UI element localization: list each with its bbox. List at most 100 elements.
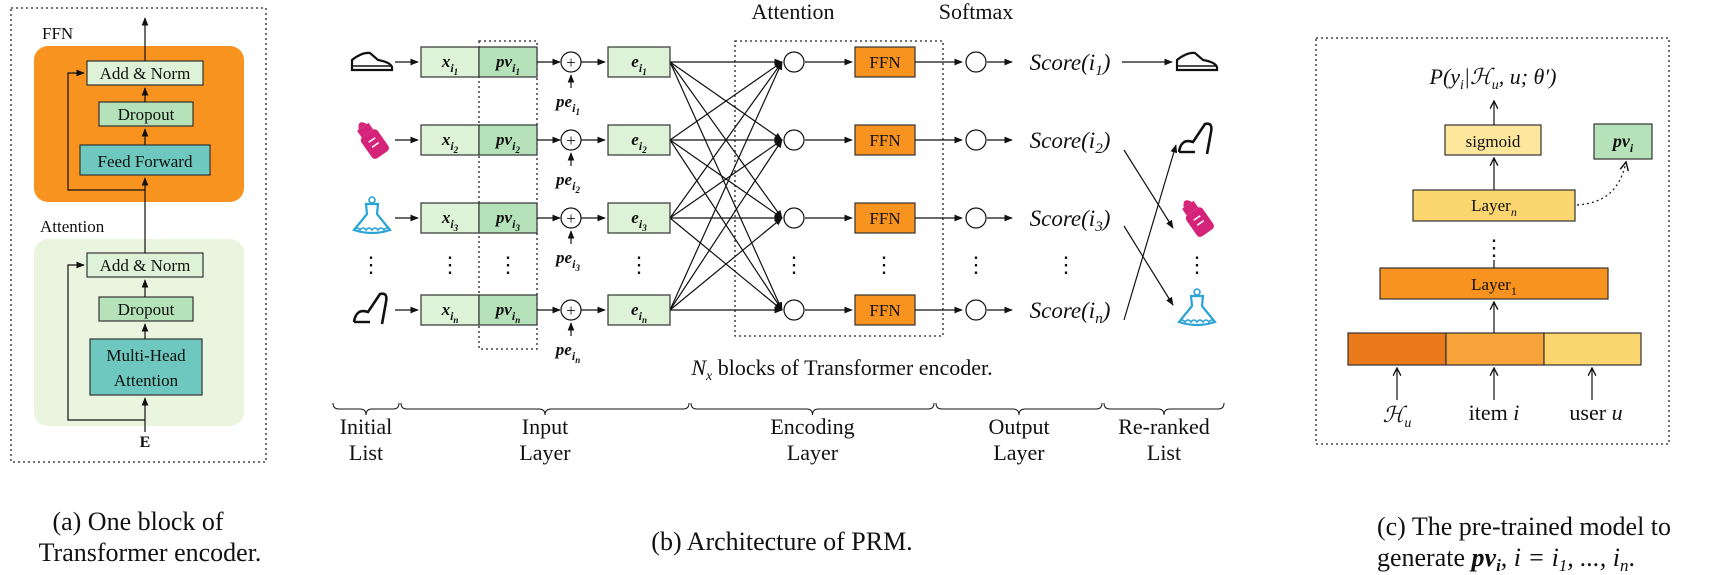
dropout-bottom-box	[98, 296, 194, 322]
plus-sign: +	[566, 209, 576, 228]
pe-label: pei1	[554, 92, 580, 117]
attention-edge	[669, 61, 783, 141]
layer-vdots: ⋮	[1483, 235, 1505, 260]
sigmoid-text: sigmoid	[1466, 132, 1521, 151]
panel-a-frame	[10, 7, 267, 463]
plus-sign: +	[566, 131, 576, 150]
attention-edge	[669, 61, 783, 311]
input-segment-user	[1543, 332, 1642, 366]
section-label-line1: Encoding	[770, 414, 854, 439]
add-norm-bottom-text: Add & Norm	[100, 256, 191, 275]
attention-node	[783, 207, 805, 229]
ffn-label: FFN	[869, 53, 900, 72]
pv-label: pvi1	[494, 52, 520, 77]
pe-label: pei2	[554, 170, 580, 195]
vdots-attn-col: ⋮	[783, 252, 805, 277]
bottle-icon	[1182, 200, 1214, 237]
section-label-line1: Initial	[340, 414, 393, 439]
section-label-line2: Layer	[519, 440, 571, 465]
rerank-arrow-3	[1123, 225, 1174, 306]
residual-ffn	[67, 69, 145, 191]
brace-shape	[400, 402, 690, 416]
caption-a-line2: Transformer encoder.	[39, 538, 262, 567]
caption-c-line1: (c) The pre-trained model to	[1377, 512, 1671, 541]
x-label: xin	[441, 300, 459, 325]
layer-n-box	[1412, 189, 1576, 222]
input-history-label: ℋu	[1383, 402, 1412, 431]
dress-icon	[352, 196, 392, 235]
residual-attention	[67, 261, 145, 421]
layer-1-text: Layer1	[1471, 275, 1517, 298]
attention-node	[783, 299, 805, 321]
e-box	[607, 294, 671, 326]
mha-text-line2: Attention	[114, 371, 179, 390]
section-label-line1: Input	[522, 414, 568, 439]
x-label: xi1	[441, 52, 458, 77]
e-box	[607, 46, 671, 78]
dress-icon	[1177, 288, 1217, 327]
layer-n-text: Layern	[1471, 196, 1517, 219]
rerank-arrow-2	[1123, 149, 1174, 229]
caption-b: (b) Architecture of PRM.	[651, 527, 912, 556]
section-label-line2: List	[349, 440, 383, 465]
softmax-node	[965, 51, 987, 73]
attention-node	[783, 129, 805, 151]
panel-c: P(yi|ℋu, u; θ′) sigmoid pvi Layern ⋮ Lay…	[1315, 37, 1671, 575]
attention-edge	[669, 139, 783, 311]
feed-forward-text: Feed Forward	[98, 152, 193, 171]
input-segment-item	[1445, 332, 1545, 366]
caption-c-line2: generate pvi, i = i1, ..., in.	[1377, 543, 1635, 575]
vdots-ffn-col: ⋮	[873, 252, 895, 277]
ffn-label: FFN	[869, 131, 900, 150]
vdots-icon-col: ⋮	[360, 252, 382, 277]
input-item-label: item i	[1469, 400, 1520, 425]
add-norm-top-text: Add & Norm	[100, 64, 191, 83]
heel-icon	[352, 292, 388, 325]
score-label: Score(in)	[1030, 298, 1111, 327]
feed-forward-box	[79, 144, 211, 176]
brace-shape	[690, 402, 935, 416]
e-label: ein	[631, 300, 647, 325]
softmax-title: Softmax	[939, 0, 1014, 24]
pv-box	[478, 294, 538, 326]
ffn-label: FFN	[869, 301, 900, 320]
encoder-frame	[734, 40, 944, 337]
vdots-output-col: ⋮	[1186, 252, 1208, 277]
pv-output-text: pvi	[1611, 131, 1634, 155]
e-label: ei3	[631, 208, 647, 233]
nx-blocks-label: Nx blocks of Transformer encoder.	[690, 355, 992, 384]
section-braces: InitialListInputLayerEncodingLayerOutput…	[332, 402, 1225, 465]
x-box	[420, 294, 480, 326]
attention-connections	[669, 58, 783, 314]
section-label-line2: Layer	[993, 440, 1045, 465]
ffn-box	[854, 294, 916, 326]
dropout-bottom-text: Dropout	[118, 300, 175, 319]
probability-label: P(yi|ℋu, u; θ′)	[1429, 64, 1557, 93]
attention-edge	[669, 139, 783, 219]
shoe-icon	[350, 51, 394, 72]
e-box	[607, 202, 671, 234]
sigmoid-box	[1444, 124, 1542, 156]
x-label: xi2	[441, 130, 459, 155]
section-label-line2: Layer	[787, 440, 839, 465]
pv-column-frame	[478, 40, 538, 350]
e-label: ei2	[631, 130, 647, 155]
brace-shape	[1103, 402, 1225, 416]
brace-shape	[935, 402, 1103, 416]
score-label: Score(i1)	[1030, 50, 1111, 79]
input-user-label: user u	[1569, 400, 1622, 425]
vdots-e-col: ⋮	[628, 252, 650, 277]
plus-sign: +	[566, 53, 576, 72]
pv-box	[478, 46, 538, 78]
section-label-line2: List	[1147, 440, 1181, 465]
plus-sign: +	[566, 301, 576, 320]
softmax-node	[965, 207, 987, 229]
